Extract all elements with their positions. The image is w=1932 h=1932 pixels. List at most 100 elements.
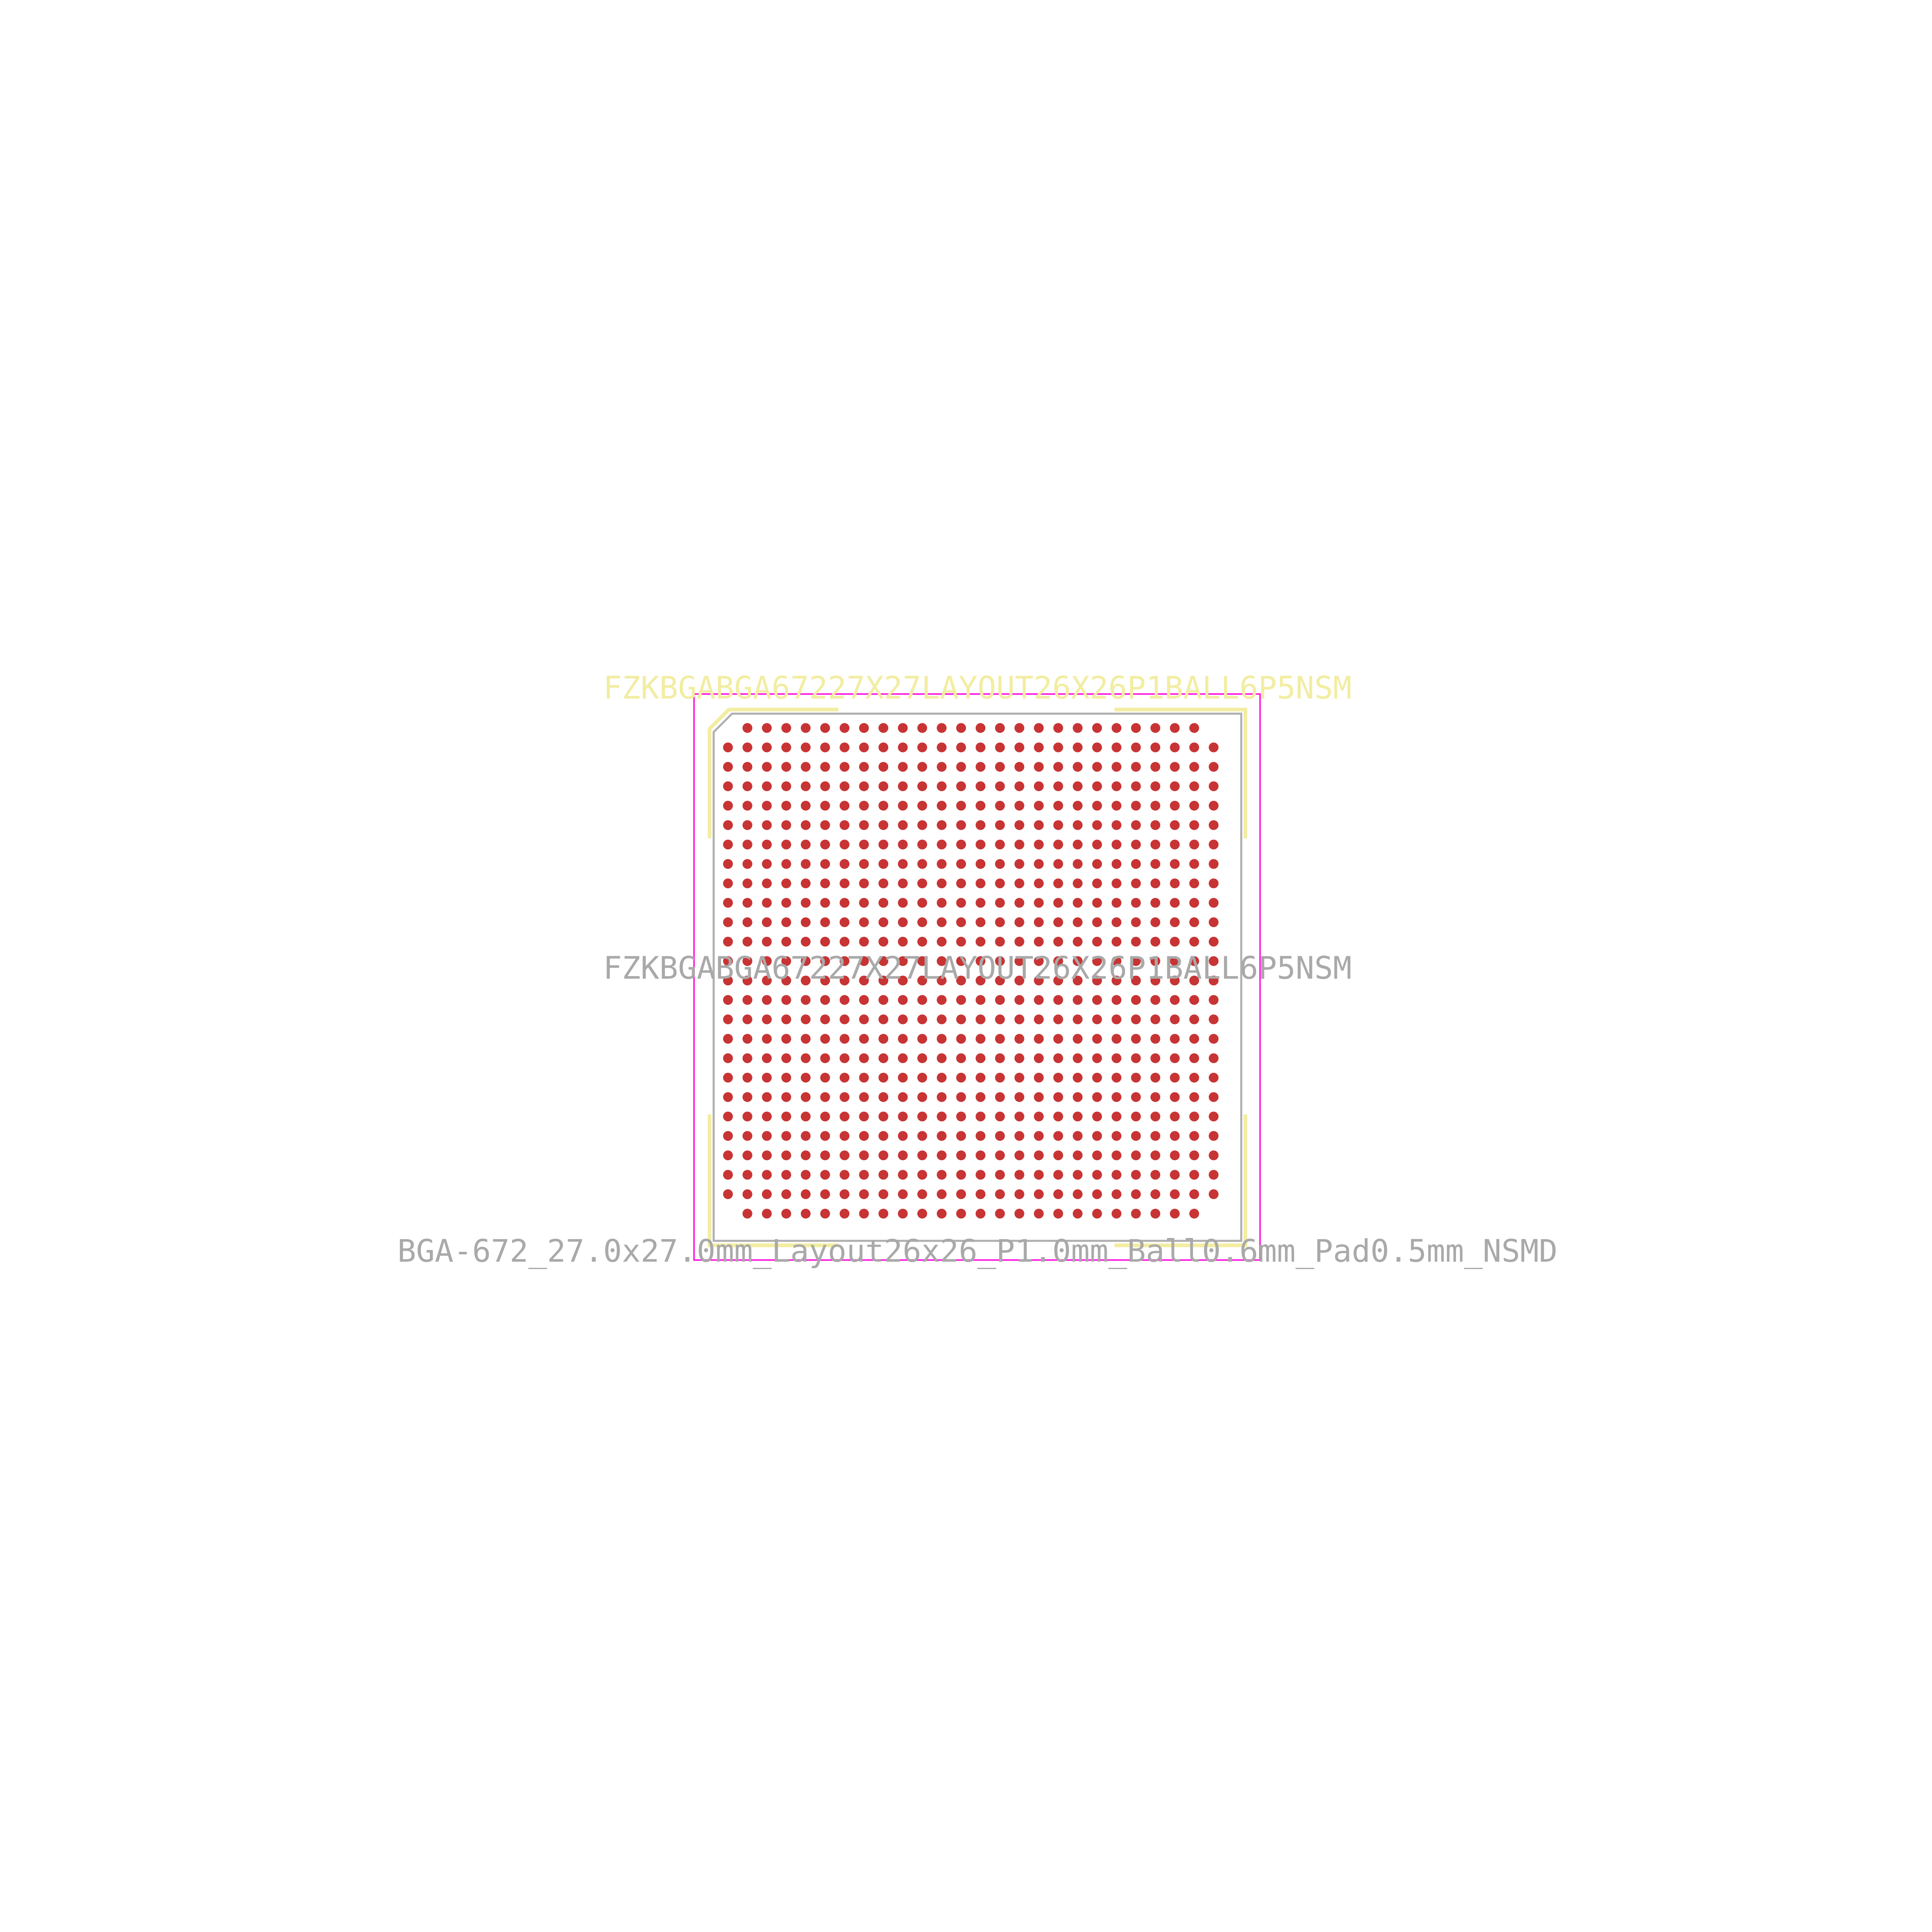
bga-pad (1189, 1209, 1199, 1219)
bga-pad (781, 1053, 791, 1063)
bga-pad (995, 917, 1005, 927)
bga-pad (1112, 742, 1121, 753)
bga-pad (1209, 801, 1219, 811)
bga-pad (1014, 742, 1024, 753)
bga-pad (1131, 878, 1141, 888)
bga-pad (742, 840, 753, 849)
bga-pad (1209, 1092, 1219, 1102)
bga-pad (762, 1170, 772, 1180)
bga-pad (1209, 781, 1219, 791)
bga-pad (1112, 1131, 1121, 1141)
bga-pad (762, 937, 772, 947)
bga-pad (1189, 898, 1199, 908)
bga-pad (1073, 937, 1083, 947)
bga-pad (1189, 1150, 1199, 1160)
bga-pad (898, 917, 908, 927)
bga-pad (956, 878, 966, 888)
bga-pad (937, 1092, 947, 1102)
bga-pad (1053, 742, 1063, 753)
bga-pad (723, 1112, 733, 1121)
bga-pad (820, 1189, 830, 1199)
bga-pad (995, 742, 1005, 753)
bga-pad (937, 1073, 947, 1083)
bga-pad (917, 1034, 927, 1044)
bga-pad (878, 917, 888, 927)
bga-pad (762, 1131, 772, 1141)
bga-pad (742, 1150, 753, 1160)
bga-pad (878, 1073, 888, 1083)
bga-pad (1150, 1131, 1160, 1141)
bga-pad (1073, 762, 1083, 772)
bga-pad (859, 1112, 869, 1121)
bga-pad (956, 937, 966, 947)
bga-pad (1073, 898, 1083, 908)
bga-pad (1034, 995, 1044, 1005)
bga-pad (1014, 723, 1024, 733)
bga-pad (956, 820, 966, 830)
bga-pad (801, 956, 811, 966)
bga-pad (1073, 820, 1083, 830)
bga-pad (1092, 1053, 1102, 1063)
bga-pad (937, 762, 947, 772)
bga-pad (1150, 723, 1160, 733)
bga-pad (975, 1170, 986, 1180)
bga-pad (1034, 937, 1044, 947)
bga-pad (801, 840, 811, 849)
bga-pad (1053, 1092, 1063, 1102)
bga-pad (1170, 820, 1180, 830)
bga-pad (995, 1131, 1005, 1141)
bga-pad (1131, 762, 1141, 772)
bga-pad (995, 1170, 1005, 1180)
bga-pad (1034, 1131, 1044, 1141)
bga-pad (975, 820, 986, 830)
bga-pad (1170, 1150, 1180, 1160)
bga-pad (723, 995, 733, 1005)
bga-pad (1092, 1092, 1102, 1102)
bga-pad (1014, 878, 1024, 888)
bga-pad (1034, 820, 1044, 830)
bga-pad (762, 1150, 772, 1160)
bga-pad (1131, 1131, 1141, 1141)
bga-pad (723, 917, 733, 927)
bga-pad (1014, 1053, 1024, 1063)
bga-pad (1092, 859, 1102, 869)
bga-pad (859, 781, 869, 791)
bga-pad (1053, 1131, 1063, 1141)
bga-pad (1092, 1150, 1102, 1160)
bga-pad (859, 1131, 869, 1141)
bga-pad (859, 995, 869, 1005)
bga-pad (820, 840, 830, 849)
bga-pad (878, 1150, 888, 1160)
bga-pad (820, 1073, 830, 1083)
bga-pad (1170, 1034, 1180, 1044)
bga-pad (995, 1209, 1005, 1219)
bga-pad (781, 1112, 791, 1121)
bga-pad (1150, 820, 1160, 830)
bga-pad (801, 1112, 811, 1121)
bga-pad (898, 1150, 908, 1160)
bga-pad (1112, 801, 1121, 811)
bga-pad (917, 898, 927, 908)
bga-pad (1034, 1053, 1044, 1063)
bga-pad (1112, 1073, 1121, 1083)
bga-pad (917, 1150, 927, 1160)
bga-pad (898, 723, 908, 733)
bga-pad (917, 878, 927, 888)
bga-pad (781, 1131, 791, 1141)
bga-pad (1170, 1189, 1180, 1199)
footprint-name-label: BGA-672_27.0x27.0mm_Layout26x26_P1.0mm_B… (398, 1233, 1558, 1269)
bga-pad (1112, 937, 1121, 947)
bga-pad (995, 1034, 1005, 1044)
bga-pad (1189, 1189, 1199, 1199)
bga-pad (1092, 898, 1102, 908)
bga-pad (1189, 1170, 1199, 1180)
bga-pad (762, 801, 772, 811)
bga-pad (878, 820, 888, 830)
bga-pad (859, 820, 869, 830)
bga-pad (878, 995, 888, 1005)
bga-pad (1092, 781, 1102, 791)
bga-pad (801, 742, 811, 753)
bga-pad (1073, 1014, 1083, 1024)
bga-pad (917, 762, 927, 772)
bga-pad (878, 1131, 888, 1141)
